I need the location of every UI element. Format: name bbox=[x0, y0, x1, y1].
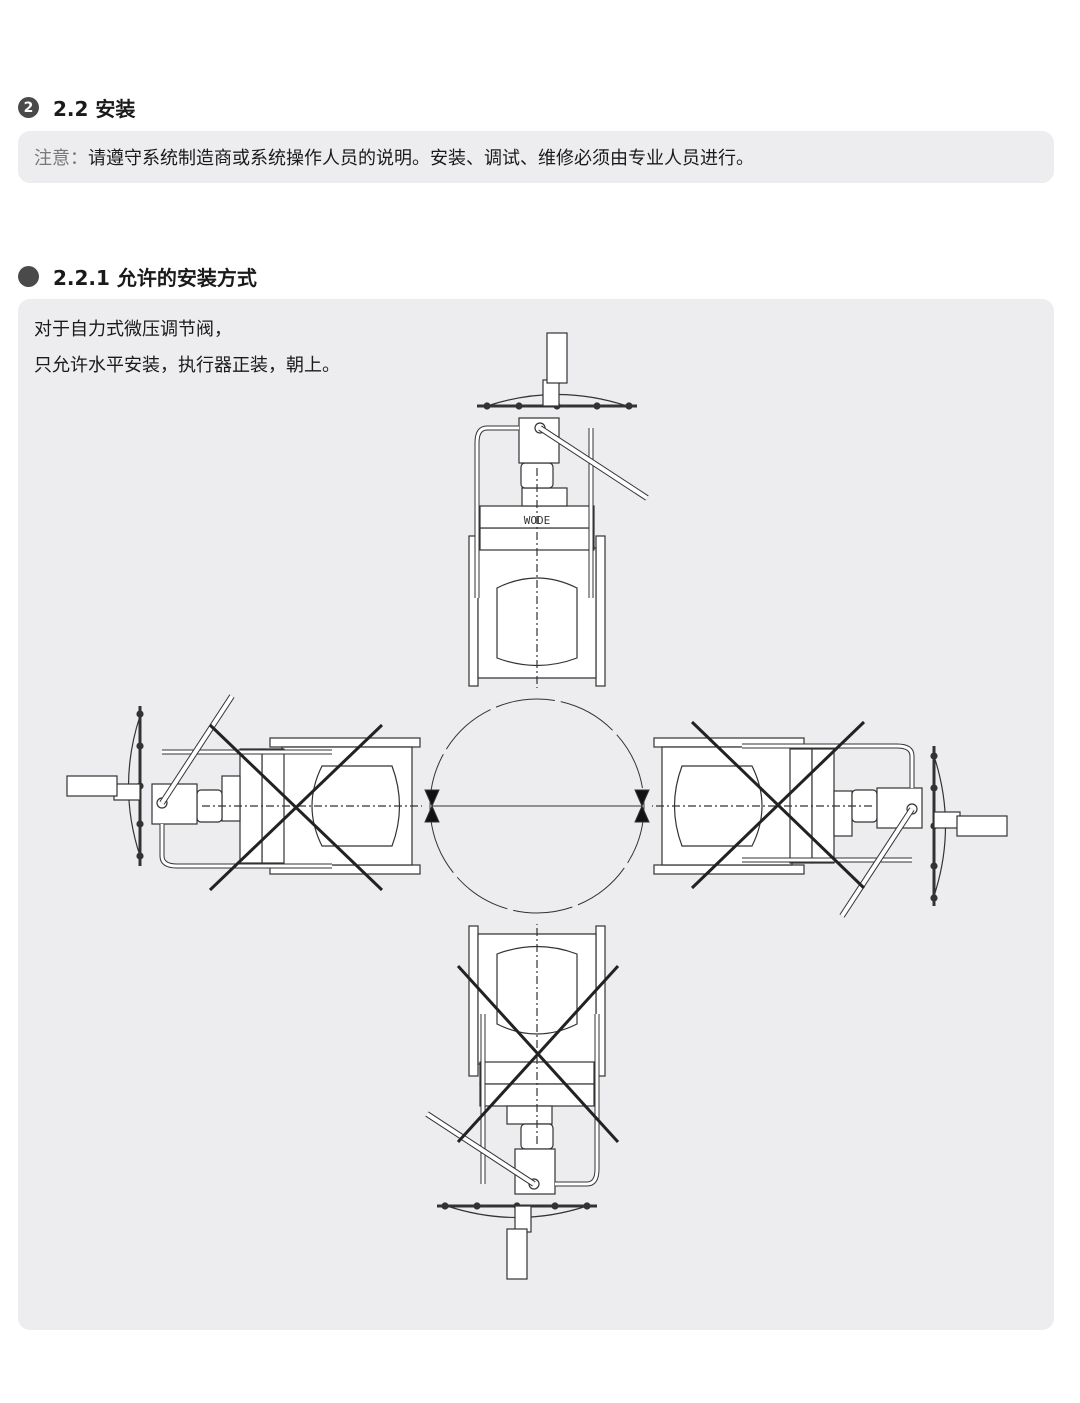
forbidden-cross-marks bbox=[208, 720, 866, 1144]
note-text: 请遵守系统制造商或系统操作人员的说明。安装、调试、维修必须由专业人员进行。 bbox=[88, 148, 754, 169]
description-line-2: 只允许水平安装，执行器正装，朝上。 bbox=[34, 355, 340, 376]
subsection-heading: 2.2.1 允许的安装方式 bbox=[18, 262, 257, 291]
note-label: 注意： bbox=[34, 148, 88, 169]
bullet-icon bbox=[18, 266, 39, 287]
valve-brand-label: WODE bbox=[524, 514, 551, 527]
valve-upright-allowed: WODE bbox=[469, 333, 647, 688]
valve-down-forbidden bbox=[427, 924, 605, 1279]
rotation-circle bbox=[424, 698, 650, 914]
valve-left-forbidden bbox=[67, 696, 422, 874]
subsection-title: 2.2.1 允许的安装方式 bbox=[53, 266, 257, 290]
section-heading: 2 2.2 安装 bbox=[18, 93, 135, 122]
description-line-1: 对于自力式微压调节阀， bbox=[34, 319, 232, 340]
section-title: 2.2 安装 bbox=[53, 97, 136, 121]
section-number-badge: 2 bbox=[18, 97, 39, 118]
valve-right-forbidden bbox=[652, 738, 1007, 916]
note-box: 注意： 请遵守系统制造商或系统操作人员的说明。安装、调试、维修必须由专业人员进行… bbox=[18, 131, 1054, 183]
